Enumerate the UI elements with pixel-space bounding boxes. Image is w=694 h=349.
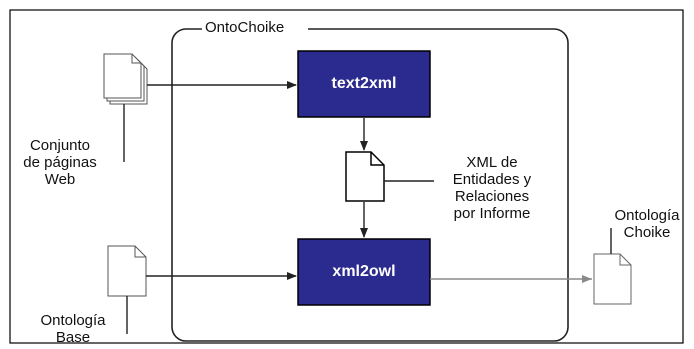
xml-document-label-line-2: Entidades y <box>452 171 532 188</box>
outer-frame <box>9 9 684 344</box>
base-ontology-label-line-1: Ontología <box>40 312 106 329</box>
ontochoike-container <box>171 28 569 342</box>
xml2owl-label: xml2owl <box>332 263 396 280</box>
text2xml-box <box>297 50 431 118</box>
xml-document-icon <box>345 151 385 202</box>
container-label-bg <box>202 20 308 36</box>
container-label: OntoChoike <box>205 19 285 36</box>
xml-document-label-line-4: por Informe <box>453 205 531 222</box>
base-ontology-document-icon <box>107 245 147 297</box>
xml-document-label: XML de Entidades y Relaciones por Inform… <box>438 154 546 222</box>
web-pages-stack-icon <box>103 53 148 105</box>
base-ontology-label-line-2: Base <box>55 329 91 346</box>
xml-document-label-line-1: XML de <box>466 154 518 171</box>
choike-ontology-document-icon <box>593 253 632 305</box>
xml2owl-box <box>297 238 431 306</box>
web-pages-label-line-1: Conjunto <box>29 137 91 154</box>
xml-document-label-line-3: Relaciones <box>454 188 530 205</box>
web-pages-label-line-3: Web <box>44 171 76 188</box>
choike-ontology-label-line-2: Choike <box>623 224 671 241</box>
choike-ontology-label-line-1: Ontología <box>614 207 680 224</box>
web-pages-label-line-2: de páginas <box>23 154 97 171</box>
text2xml-label: text2xml <box>331 75 397 92</box>
choike-ontology-label: Ontología Choike <box>604 207 690 241</box>
arrow-xml2owl-to-output-head <box>582 275 592 283</box>
base-ontology-label: Ontología Base <box>28 312 118 346</box>
web-pages-label: Conjunto de páginas Web <box>18 137 102 188</box>
